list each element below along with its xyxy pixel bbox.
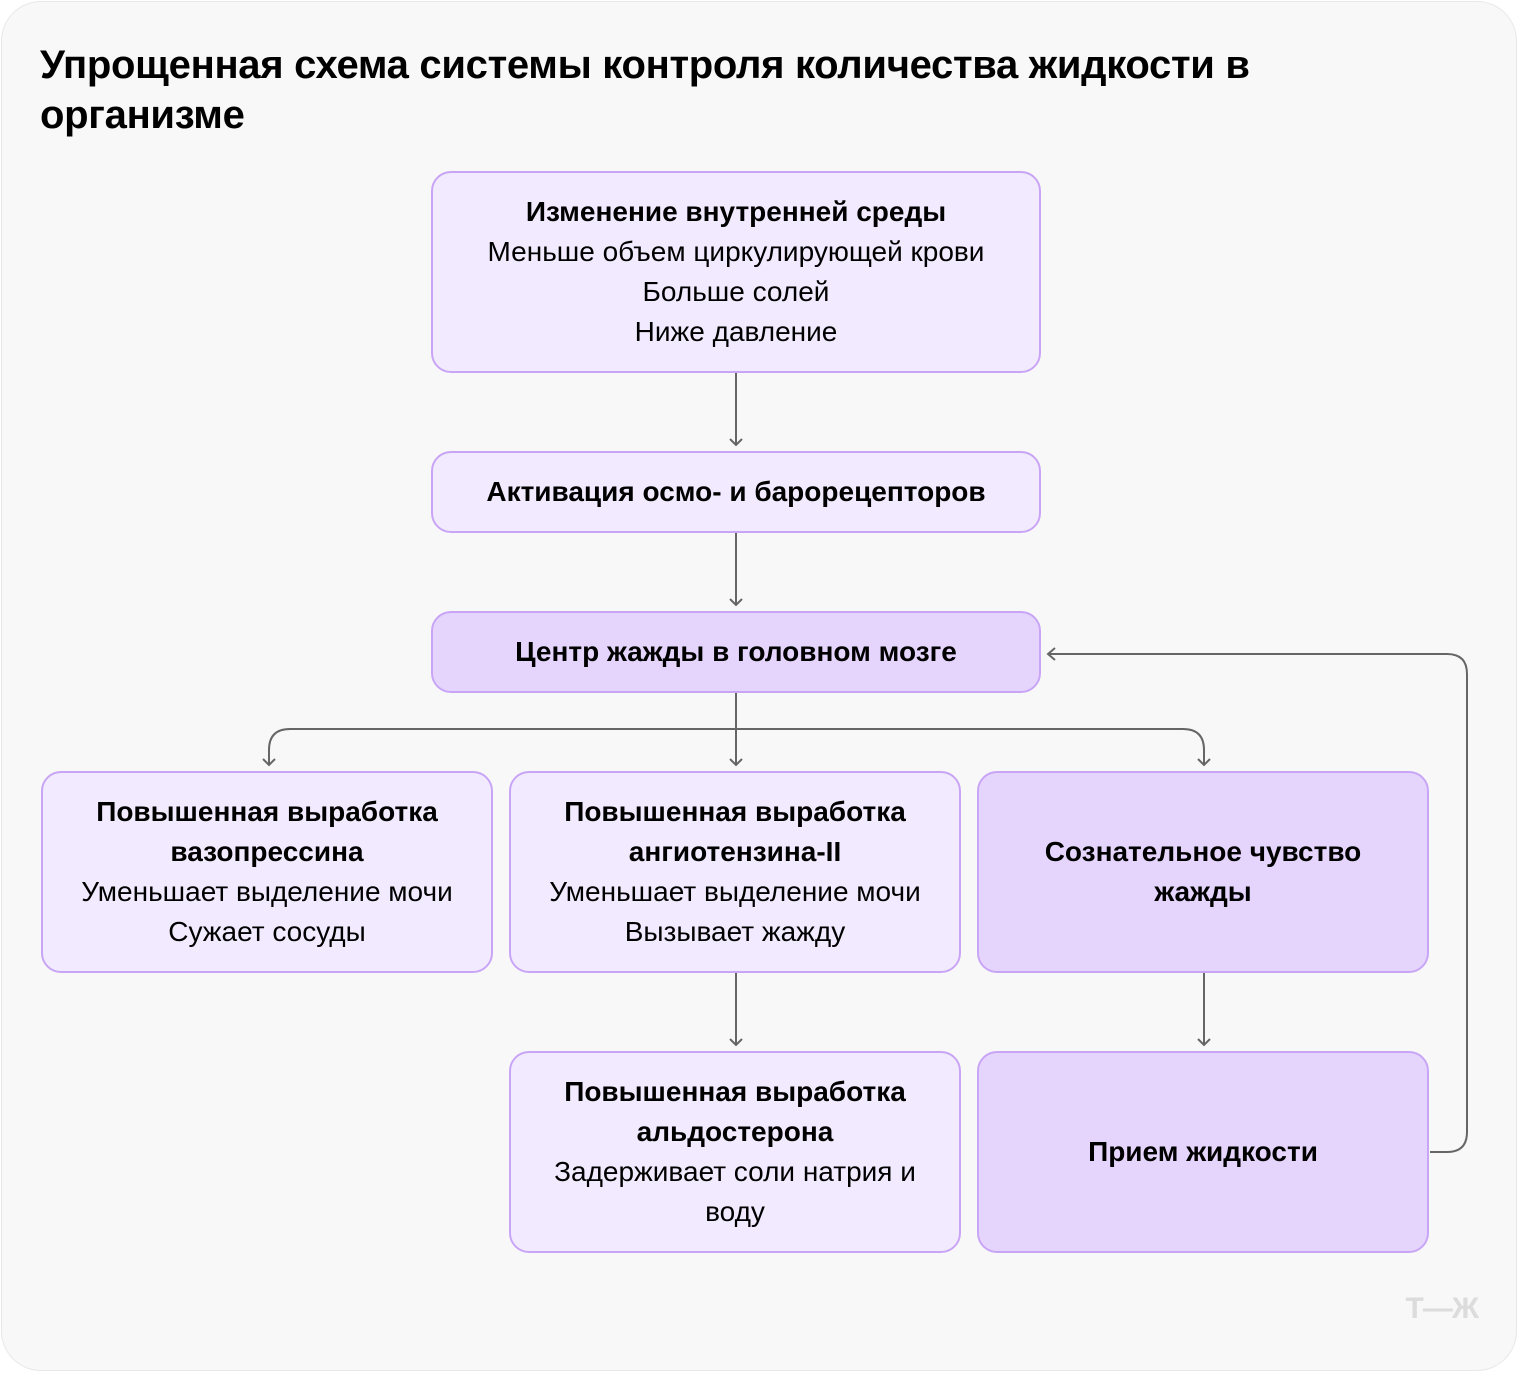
- node-thirst-center: Центр жажды в головном мозге: [431, 611, 1041, 693]
- node-heading: Повышенная выработка альдостерона: [564, 1076, 906, 1147]
- node-heading: Центр жажды в головном мозге: [515, 636, 957, 667]
- node-detail: Больше солей: [642, 276, 830, 307]
- arrow-head-thirst-center: [1046, 647, 1056, 661]
- edge-fluid-intake-thirst-center: [1049, 653, 1468, 1153]
- brand-logo: Т—Ж: [1405, 1292, 1479, 1325]
- node-conscious-thirst: Сознательное чувство жажды: [977, 771, 1429, 973]
- node-detail: Сужает сосуды: [168, 916, 366, 947]
- node-heading: Изменение внутренней среды: [525, 196, 947, 227]
- node-receptors-activation: Активация осмо- и барорецепторов: [431, 451, 1041, 533]
- node-detail: Вызывает жажду: [624, 916, 846, 947]
- node-detail: Задерживает соли натрия и воду: [554, 1156, 916, 1227]
- node-detail: Меньше объем циркулирующей крови: [487, 236, 985, 267]
- node-heading: Сознательное чувство жажды: [1044, 836, 1362, 907]
- node-fluid-intake: Прием жидкости: [977, 1051, 1429, 1253]
- node-heading: Прием жидкости: [1088, 1136, 1318, 1167]
- edge-thirst-center-vasopressin: [262, 728, 736, 767]
- edge-thirst-center-conscious-thirst: [736, 728, 1211, 767]
- node-vasopressin: Повышенная выработка вазопрессина Уменьш…: [41, 771, 493, 973]
- node-detail: Уменьшает выделение мочи: [81, 876, 453, 907]
- node-aldosterone: Повышенная выработка альдостерона Задерж…: [509, 1051, 961, 1253]
- node-angiotensin: Повышенная выработка ангиотензина-II Уме…: [509, 771, 961, 973]
- node-heading: Активация осмо- и барорецепторов: [486, 476, 986, 507]
- node-heading: Повышенная выработка вазопрессина: [96, 796, 438, 867]
- node-detail: Уменьшает выделение мочи: [549, 876, 921, 907]
- node-detail: Ниже давление: [634, 316, 838, 347]
- node-heading: Повышенная выработка ангиотензина-II: [564, 796, 906, 867]
- node-environment-change: Изменение внутренней среды Меньше объем …: [431, 171, 1041, 373]
- diagram-title: Упрощенная схема системы контроля количе…: [40, 43, 1250, 137]
